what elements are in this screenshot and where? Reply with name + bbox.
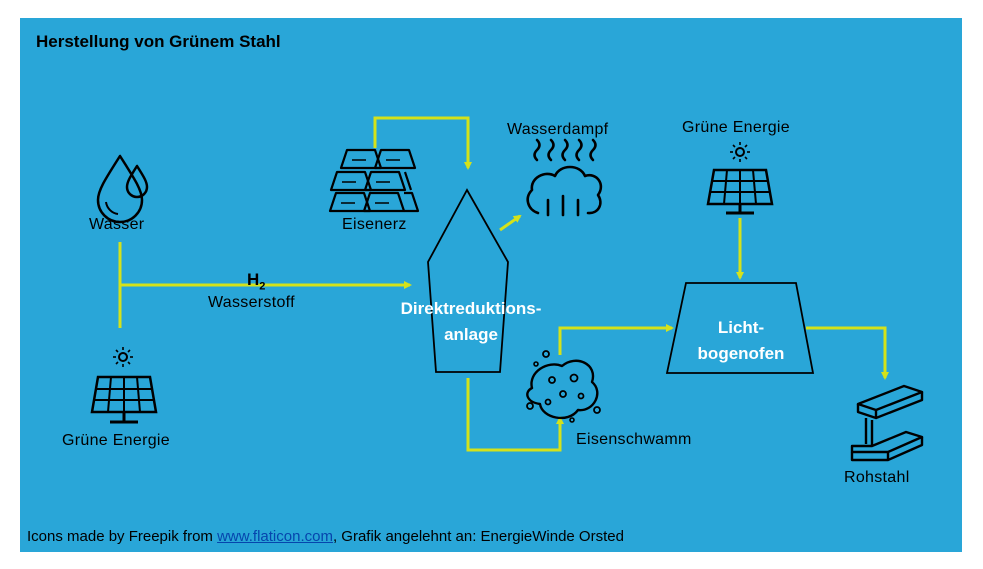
arrow-lichtbogen-to-rohstahl [806,326,889,380]
arrow-direktreduktion-to-wasserdampf [499,214,522,232]
h2-subscript: 2 [259,280,266,293]
label-eisenerz: Eisenerz [342,216,407,233]
steam-cloud-icon [526,138,603,217]
label-gruene-energie-left: Grüne Energie [62,432,170,449]
label-rohstahl: Rohstahl [844,469,910,486]
iron-ore-bars-icon [328,148,420,213]
lichtbogenofen-shape [665,282,815,374]
label-wasserdampf: Wasserdampf [507,121,609,138]
direktreduktion-line-1: Direktreduktions- [400,299,542,318]
label-eisenschwamm: Eisenschwamm [576,431,692,448]
arrow-eisenerz-to-direktreduktion [373,116,472,170]
credit-line: Icons made by Freepik from www.flaticon.… [27,528,624,545]
lichtbogen-line-2: bogenofen [697,344,785,363]
label-wasserstoff: Wasserstoff [208,294,295,311]
direktreduktion-line-2: anlage [444,325,498,344]
credit-suffix: , Grafik angelehnt an: EnergieWinde Orst… [332,528,624,545]
h2-symbol: H [247,270,260,289]
credit-prefix: Icons made by Freepik from [27,528,218,545]
label-direktreduktionsanlage: Direktreduktions- anlage [376,296,566,348]
solar-panel-icon-left [90,347,158,424]
water-drops-icon [96,154,149,224]
label-lichtbogenofen: Licht- bogenofen [680,315,802,367]
solar-panel-icon-right [706,142,774,215]
diagram-title: Herstellung von Grünem Stahl [36,32,281,51]
arrow-eisenschwamm-to-lichtbogen [558,324,674,355]
label-gruene-energie-right: Grüne Energie [682,119,790,136]
label-h2: H2 [247,270,265,292]
iron-sponge-icon [526,350,601,423]
credit-link[interactable]: www.flaticon.com [217,528,333,545]
connectors [118,116,889,452]
lichtbogen-line-1: Licht- [717,318,765,337]
label-wasser: Wasser [89,216,145,233]
arrow-direktreduktion-to-eisenschwamm [466,378,564,452]
direktreduktion-shape [427,188,509,373]
steel-beam-icon [850,384,924,462]
